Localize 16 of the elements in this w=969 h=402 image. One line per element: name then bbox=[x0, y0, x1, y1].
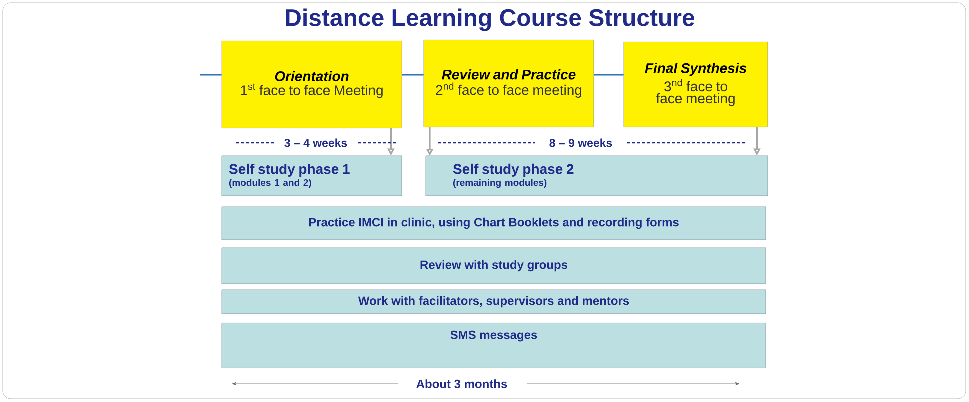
activity-bar: SMS messages bbox=[222, 323, 766, 368]
activity-bar: Review with study groups bbox=[222, 248, 766, 284]
connector-line bbox=[594, 74, 624, 76]
study-phase-box: Self study phase 2 (remaining modules) bbox=[426, 156, 768, 196]
connector-line bbox=[402, 74, 424, 76]
phase-box: Orientation 1$^{st}$ face to face Meeting bbox=[222, 41, 402, 128]
phase-box: Review and Practice 2$^{nd}$ face to face meeting bbox=[424, 40, 594, 128]
activity-bar: Practice IMCI in clinic, using Chart Booklets and recording forms bbox=[222, 206, 766, 240]
study-phase-box: Self study phase 1 (modules 1 and 2) bbox=[222, 156, 402, 196]
connector-line bbox=[200, 74, 222, 76]
duration-label: 8 – 9 weeks bbox=[550, 138, 612, 148]
title: Distance Learning Course Structure bbox=[286, 8, 695, 32]
duration-label: About 3 months bbox=[416, 380, 508, 388]
activity-bar: Work with facilitators, supervisors and mentors bbox=[222, 290, 766, 314]
phase-box: Final Synthesis 3$^{nd}$ face to face meeting bbox=[624, 42, 768, 128]
duration-label: 3 – 4 weeks bbox=[284, 138, 348, 148]
